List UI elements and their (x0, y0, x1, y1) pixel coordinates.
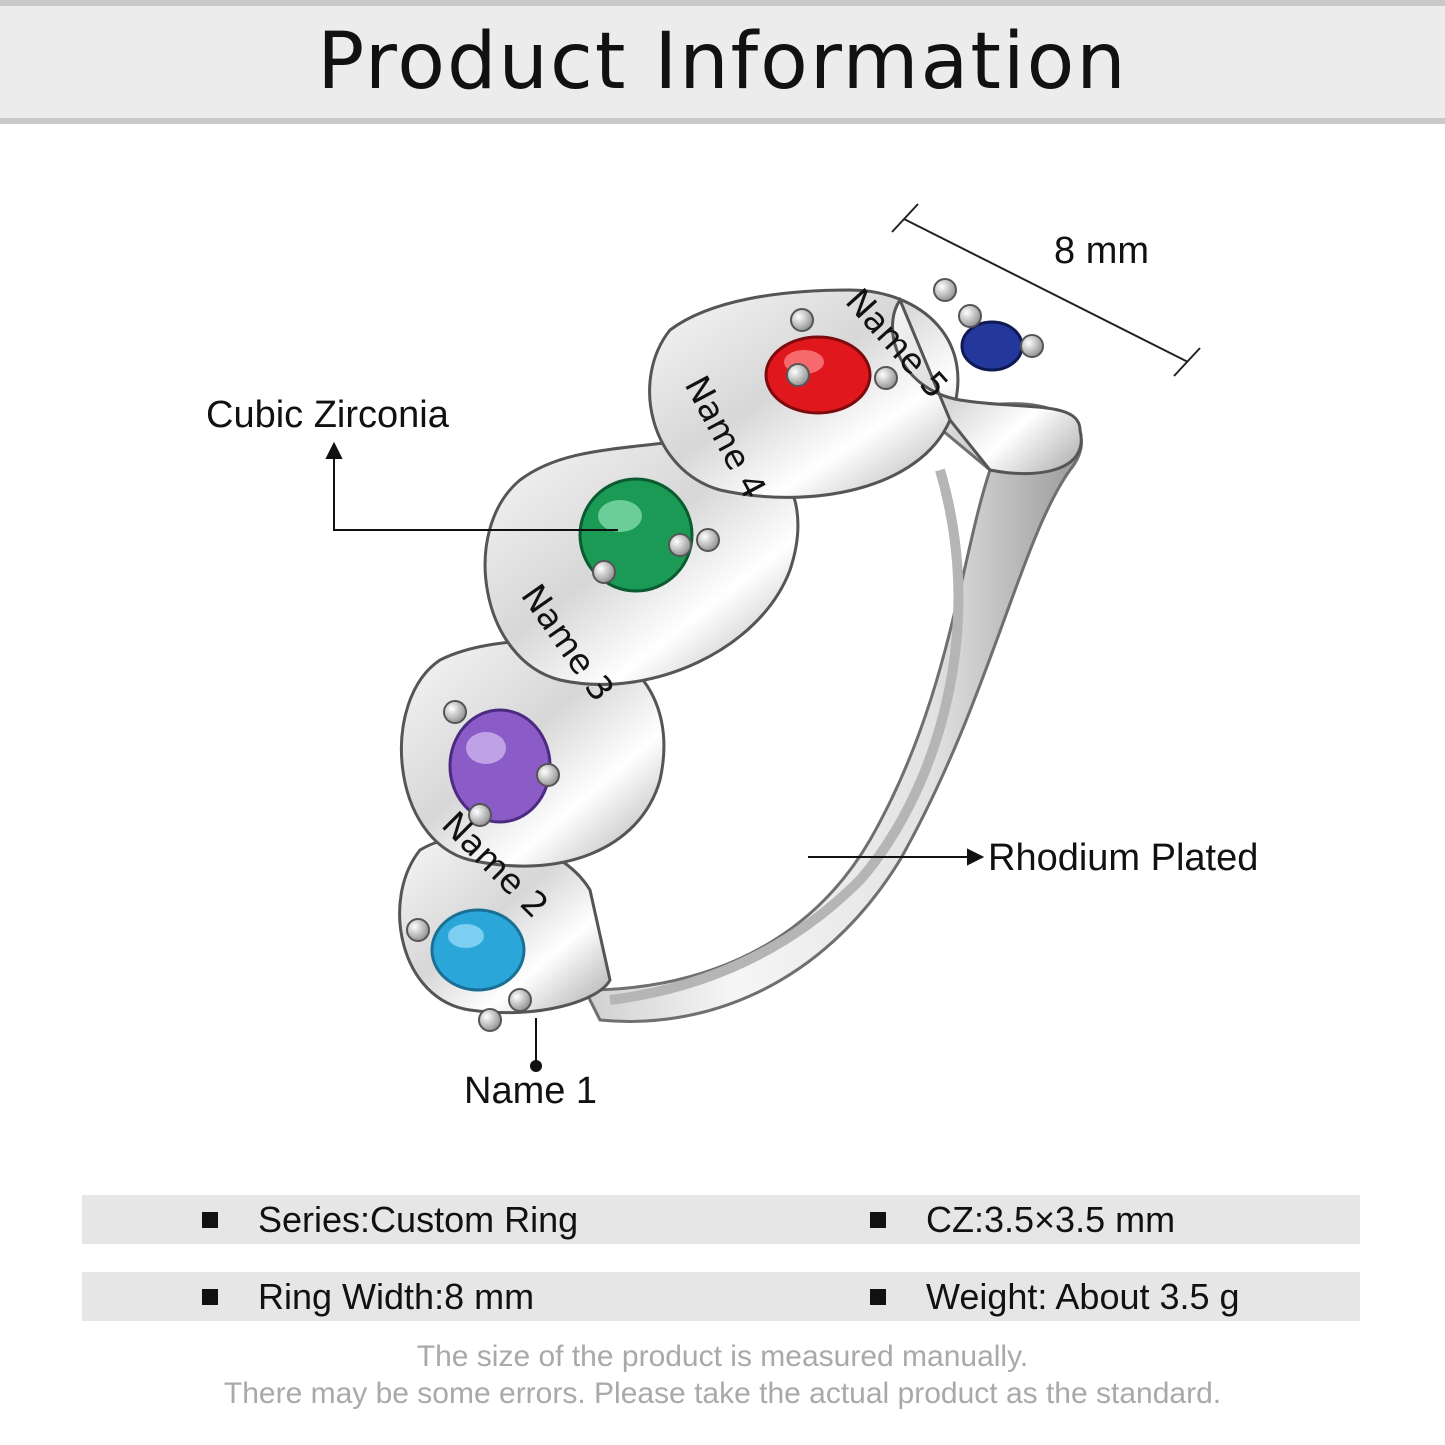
stone-sapphire (960, 320, 1024, 372)
spec-weight: Weight: About 3.5 g (870, 1272, 1240, 1321)
spec-row-1: Series:Custom Ring CZ:3.5×3.5 mm (82, 1195, 1360, 1244)
bullet-icon (870, 1211, 886, 1228)
page-title: Product Information (317, 17, 1128, 107)
ring-illustration-area: Name 2 Name 3 Name 4 Name 5 8 mm Cubic Z… (0, 124, 1445, 1164)
stone-aquamarine (430, 908, 526, 992)
spec-width: Ring Width:8 mm (202, 1272, 534, 1321)
ring-illustration: Name 2 Name 3 Name 4 Name 5 (325, 203, 1201, 1072)
rhodium-plated-label: Rhodium Plated (988, 837, 1259, 879)
bullet-icon (870, 1288, 886, 1305)
rhodium-pointer (808, 848, 985, 866)
bullet-icon (202, 1211, 218, 1228)
spec-series-text: Series:Custom Ring (258, 1198, 579, 1240)
name-1-label: Name 1 (464, 1070, 598, 1112)
spec-series: Series:Custom Ring (202, 1195, 578, 1244)
ring-band-inner (609, 468, 964, 1005)
width-dimension-line (891, 203, 1201, 377)
name-1-pointer (530, 1018, 542, 1072)
cubic-zirconia-pointer (325, 441, 618, 531)
spec-weight-text: Weight: About 3.5 g (926, 1275, 1240, 1317)
spec-width-text: Ring Width:8 mm (258, 1275, 535, 1317)
bullet-icon (202, 1288, 218, 1305)
spec-cz-text: CZ:3.5×3.5 mm (926, 1198, 1176, 1240)
ring-loop-5 (891, 296, 1083, 476)
spec-row-2: Ring Width:8 mm Weight: About 3.5 g (82, 1272, 1360, 1321)
cubic-zirconia-label: Cubic Zirconia (206, 394, 449, 436)
width-label: 8 mm (1054, 230, 1149, 272)
header-bar: Product Information (0, 0, 1445, 124)
stone-amethyst (448, 708, 552, 824)
prongs (406, 278, 1044, 1032)
note-line-2: There may be some errors. Please take th… (223, 1377, 1222, 1410)
stone-ruby (764, 335, 872, 415)
spec-cz: CZ:3.5×3.5 mm (870, 1195, 1175, 1244)
note-line-1: The size of the product is measured manu… (416, 1340, 1029, 1373)
